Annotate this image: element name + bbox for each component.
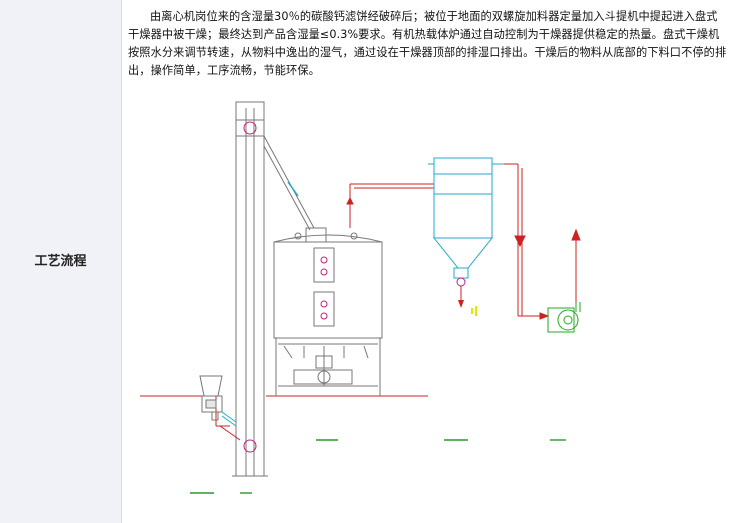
elevator-chute	[263, 135, 315, 231]
bucket-elevator	[232, 101, 268, 477]
product-discharge	[458, 286, 477, 316]
section-label-cell: 工艺流程	[0, 0, 121, 523]
process-flow-diagram	[140, 101, 581, 494]
section-label: 工艺流程	[34, 254, 87, 269]
exhaust-duct	[346, 183, 434, 228]
vent-stack	[571, 228, 581, 302]
process-description: 由离心机岗位来的含湿量30％的碳酸钙滤饼经破碎后；被位于地面的双螺旋加料器定量加…	[128, 10, 727, 77]
bag-filter	[428, 157, 504, 287]
fan-duct	[504, 163, 550, 320]
screw-feeder	[199, 375, 241, 441]
ground-line	[140, 395, 428, 427]
cell-divider	[121, 0, 122, 523]
disc-dryer	[273, 227, 383, 396]
exhaust-fan	[547, 302, 581, 333]
equipment-labels	[190, 439, 566, 494]
